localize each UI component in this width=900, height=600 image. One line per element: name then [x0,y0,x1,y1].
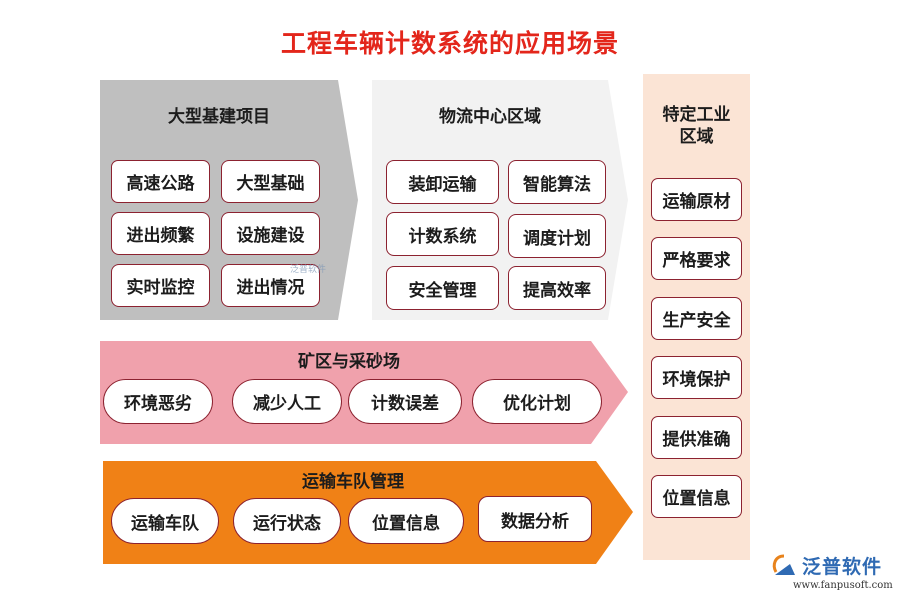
scenario-pill: 环境恶劣 [103,379,213,424]
panel-logistics: 物流中心区域 装卸运输 智能算法 计数系统 调度计划 安全管理 提高效率 [372,80,628,320]
brand-logo: 泛普软件 www.fanpusoft.com [770,552,900,598]
panel-title-fleet: 运输车队管理 [302,472,404,492]
scenario-box: 环境保护 [651,356,742,399]
scenario-box: 提高效率 [508,266,606,310]
panel-title-infrastructure: 大型基建项目 [168,107,270,127]
panel-fleet: 运输车队管理 运输车队 运行状态 位置信息 数据分析 [103,461,633,564]
panel-title-mining: 矿区与采砂场 [298,352,400,372]
scenario-pill: 减少人工 [232,379,342,424]
logo-icon [772,554,795,575]
logo-name: 泛普软件 [802,556,883,578]
scenario-box: 进出情况 [221,264,320,307]
page-title: 工程车辆计数系统的应用场景 [280,29,619,58]
scenario-pill: 运行状态 [233,498,341,544]
scenario-box: 高速公路 [111,160,210,203]
scenario-box: 进出频繁 [111,212,210,255]
scenario-pill: 优化计划 [472,379,602,424]
scenario-box: 计数系统 [386,212,499,256]
scenario-box: 智能算法 [508,160,606,204]
arrow-shape-logistics [372,80,628,320]
scenario-box: 实时监控 [111,264,210,307]
scenario-box: 数据分析 [478,496,592,542]
scenario-box: 大型基础 [221,160,320,203]
scenario-box: 生产安全 [651,297,742,340]
panel-mining: 矿区与采砂场 环境恶劣 减少人工 计数误差 优化计划 [100,341,628,444]
scenario-box: 调度计划 [508,214,606,258]
scenario-box: 位置信息 [651,475,742,518]
scenario-box: 提供准确 [651,416,742,459]
scenario-box: 严格要求 [651,237,742,280]
logo-url: www.fanpusoft.com [793,580,893,591]
scenario-box: 运输原材 [651,178,742,221]
scenario-box: 设施建设 [221,212,320,255]
panel-title-industrial: 特定工业 区域 [643,104,750,148]
panel-title-industrial-line2: 区域 [679,127,714,147]
panel-industrial: 特定工业 区域 运输原材 严格要求 生产安全 环境保护 提供准确 位置信息 [643,74,750,560]
watermark: 泛普软件 [290,265,327,275]
scenario-box: 装卸运输 [386,160,499,204]
panel-title-industrial-line1: 特定工业 [662,105,731,125]
scenario-box: 安全管理 [386,266,499,310]
panel-infrastructure: 大型基建项目 高速公路 大型基础 进出频繁 设施建设 实时监控 进出情况 [100,80,358,320]
scenario-pill: 位置信息 [348,498,464,544]
panel-title-logistics: 物流中心区域 [439,107,541,127]
scenario-pill: 运输车队 [111,498,219,544]
scenario-pill: 计数误差 [348,379,462,424]
